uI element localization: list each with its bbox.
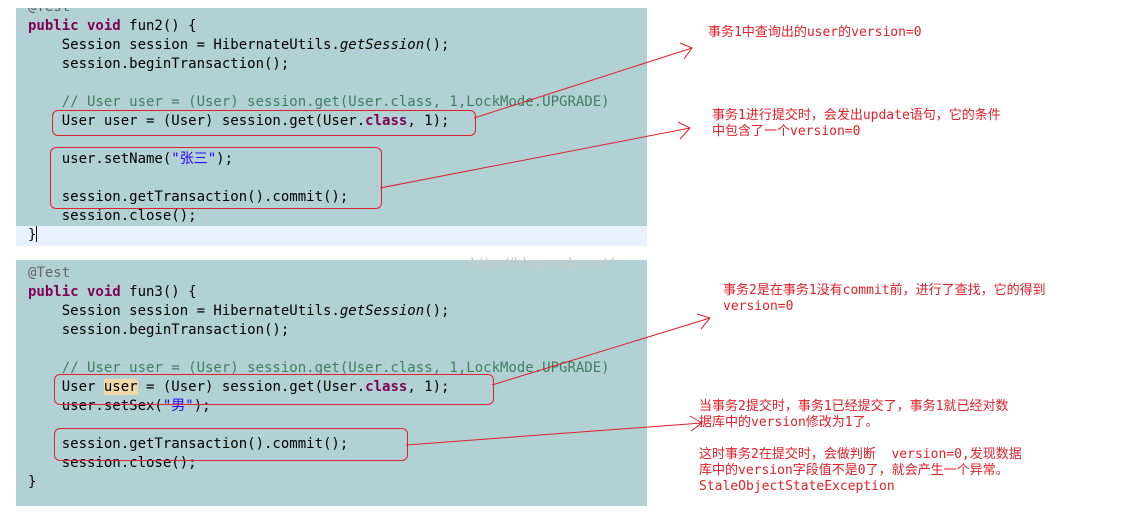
- note-transaction1-query: 事务1中查询出的user的version=0: [708, 25, 922, 40]
- fun2-class-keyword: class: [365, 113, 408, 129]
- note-transaction2-commit: 当事务2提交时，事务1已经提交了，事务1就已经对数 据库中的version修改为…: [699, 399, 1022, 494]
- arrowhead-2: [677, 121, 691, 140]
- fun2-get-post: , 1);: [407, 113, 450, 129]
- fun3-get-post: , 1);: [407, 379, 450, 395]
- fun2-set-name-line: user.setName("张三");: [28, 150, 233, 169]
- fun3-get-session-call: getSession: [339, 303, 425, 319]
- fun2-name: fun2() {: [120, 18, 197, 34]
- arrow-3: [491, 317, 711, 386]
- arrow-1: [473, 47, 693, 119]
- fun3-setsex-pre: user.setSex(: [28, 398, 163, 414]
- fun3-keywords: public void: [28, 284, 121, 300]
- fun3-get-a: User: [28, 379, 104, 395]
- fun3-name: fun3() {: [120, 284, 197, 300]
- fun2-close-line: session.close();: [28, 208, 197, 224]
- fun2-session-end: ();: [424, 37, 450, 53]
- fun2-get-user-line: User user = (User) session.get(User.clas…: [28, 112, 450, 131]
- fun2-get-session-call: getSession: [339, 37, 425, 53]
- fun2-setname-pre: user.setName(: [28, 151, 172, 167]
- fun3-setsex-string: "男": [162, 398, 194, 414]
- fun3-comment-line: // User user = (User) session.get(User.c…: [28, 360, 610, 376]
- fun3-end-line: }: [28, 474, 37, 490]
- fun3-user-variable-highlight: user: [103, 379, 138, 395]
- editor-gap: [16, 246, 647, 260]
- fun3-close-line: session.close();: [28, 455, 197, 471]
- fun2-commit-line: session.getTransaction().commit();: [28, 189, 349, 205]
- fun2-get-session-line: Session session = HibernateUtils.getSess…: [28, 36, 450, 55]
- note-transaction2-query: 事务2是在事务1没有commit前，进行了查找，它的得到 version=0: [723, 283, 1046, 314]
- fun2-closing-brace: }: [28, 227, 37, 243]
- watermark: http://blog.csdn.net/: [470, 256, 614, 272]
- fun3-get-user-line: User user = (User) session.get(User.clas…: [28, 378, 449, 397]
- fun2-annotation: @Test: [28, 8, 70, 17]
- code-editor-panel[interactable]: @Test public void fun2() { Session sessi…: [16, 8, 647, 506]
- arrowhead-1: [679, 42, 693, 60]
- fun3-set-sex-line: user.setSex("男");: [28, 397, 211, 416]
- fun3-get-session-line: Session session = HibernateUtils.getSess…: [28, 302, 450, 321]
- fun3-signature: public void fun3() {: [28, 283, 197, 302]
- fun2-comment-line: // User user = (User) session.get(User.c…: [28, 94, 610, 110]
- note-transaction1-commit: 事务1进行提交时，会发出update语句，它的条件 中包含了一个version=…: [712, 108, 1001, 139]
- fun2-keywords: public void: [28, 18, 121, 34]
- fun3-setsex-post: );: [193, 398, 211, 414]
- text-caret: [36, 226, 38, 242]
- fun3-class-keyword: class: [365, 379, 408, 395]
- fun2-setname-post: );: [216, 151, 234, 167]
- arrowhead-4: [689, 415, 703, 432]
- arrow-4: [405, 422, 703, 446]
- fun2-begin-transaction: session.beginTransaction();: [28, 56, 290, 72]
- fun2-end-line: }: [28, 226, 38, 245]
- fun3-session-decl: Session session = HibernateUtils.: [28, 303, 340, 319]
- fun3-get-b: = (User) session.get(User.: [137, 379, 366, 395]
- fun3-session-end: ();: [424, 303, 450, 319]
- current-line-highlight: [16, 226, 647, 246]
- fun3-commit-line: session.getTransaction().commit();: [28, 436, 349, 452]
- fun2-session-decl: Session session = HibernateUtils.: [28, 37, 340, 53]
- fun2-signature: public void fun2() {: [28, 17, 197, 36]
- fun3-annotation: @Test: [28, 265, 71, 281]
- arrowhead-3: [696, 313, 711, 330]
- fun2-setname-string: "张三": [171, 151, 217, 167]
- fun3-begin-transaction: session.beginTransaction();: [28, 322, 290, 338]
- fun2-get-pre: User user = (User) session.get(User.: [28, 113, 366, 129]
- arrow-2: [379, 127, 691, 189]
